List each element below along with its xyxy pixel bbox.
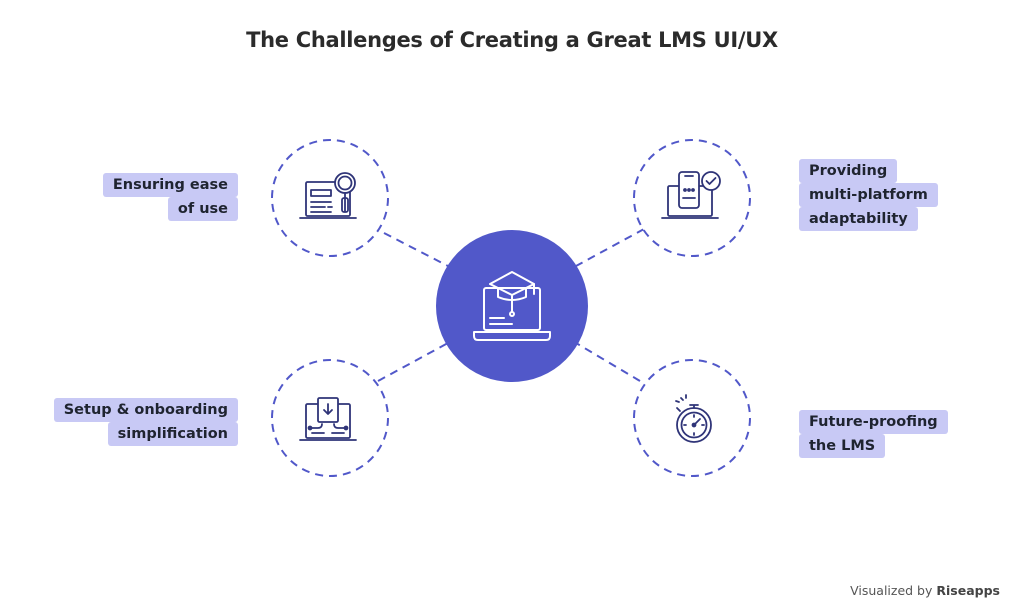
label-future-line: the LMS	[799, 434, 886, 458]
laptop-graduation-cap-icon	[473, 271, 551, 341]
label-future-line: Future-proofing	[799, 410, 948, 434]
laptop-magnifier-icon	[299, 172, 357, 219]
laptop-phone-check-icon	[661, 171, 721, 219]
node-circle-ease	[271, 139, 389, 257]
connector-ease	[383, 232, 449, 267]
footer-credit: Visualized by Riseapps	[850, 583, 1000, 598]
page-title: The Challenges of Creating a Great LMS U…	[246, 28, 778, 52]
label-multi-line: adaptability	[799, 207, 918, 231]
laptop-download-flow-icon	[299, 397, 357, 441]
label-ease-line: Ensuring ease	[102, 173, 238, 197]
connector-future	[575, 342, 641, 382]
label-multi-line: multi-platform	[799, 183, 938, 207]
node-circle-future	[633, 359, 751, 477]
connector-multi	[575, 228, 645, 267]
label-setup-line: Setup & onboarding	[53, 398, 238, 422]
label-ease: Ensuring ease of use	[60, 173, 238, 221]
label-setup: Setup & onboarding simplification	[20, 398, 238, 446]
label-setup-line: simplification	[107, 422, 238, 446]
connector-setup	[377, 342, 449, 382]
label-ease-line: of use	[167, 197, 238, 221]
label-multi: Providing multi-platform adaptability	[799, 159, 999, 231]
stopwatch-icon	[675, 394, 712, 443]
footer-brand: Riseapps	[936, 583, 1000, 598]
label-future: Future-proofing the LMS	[799, 410, 999, 458]
footer-prefix: Visualized by	[850, 583, 933, 598]
label-multi-line: Providing	[799, 159, 898, 183]
